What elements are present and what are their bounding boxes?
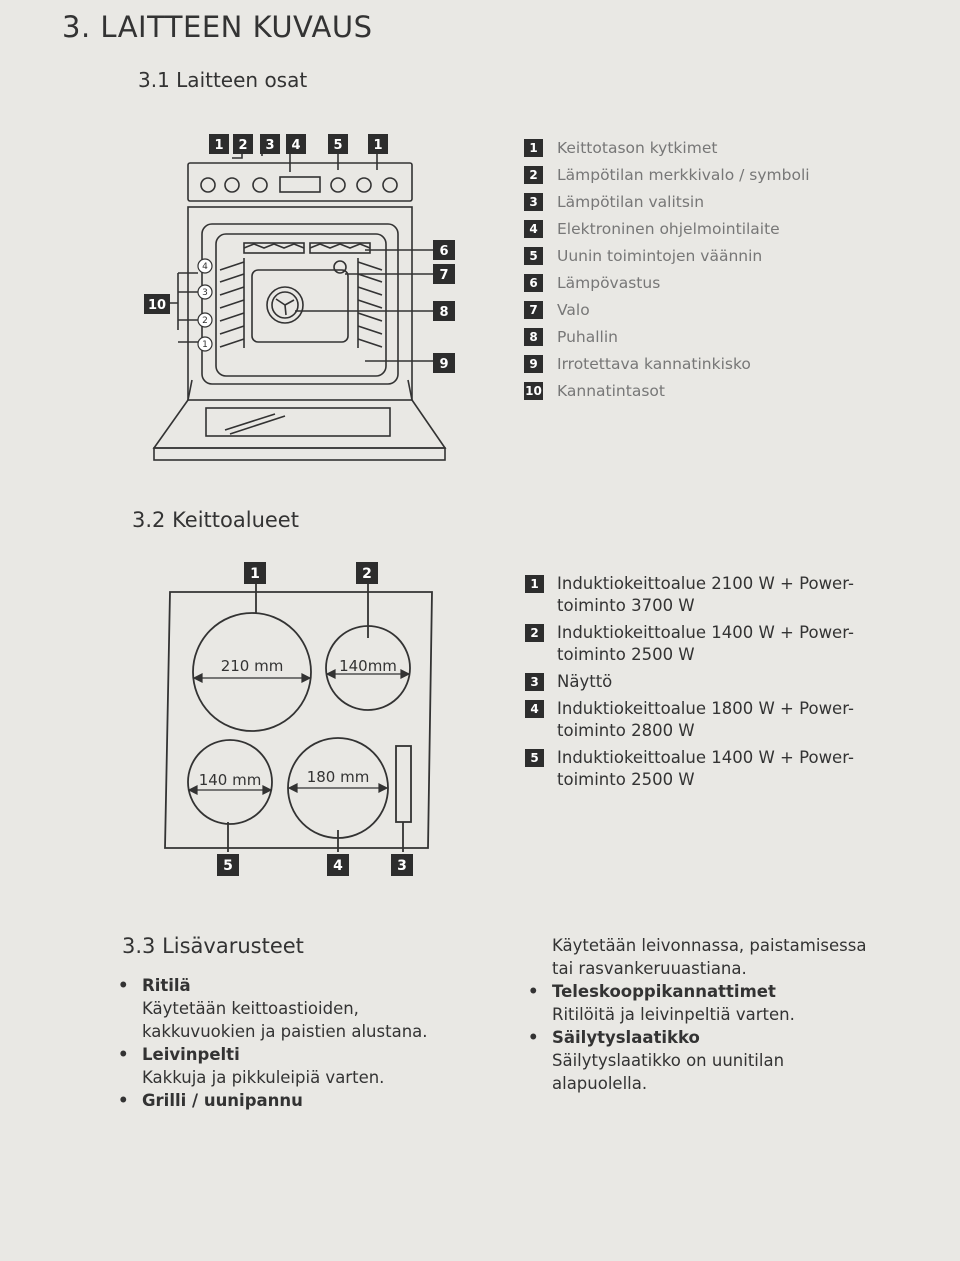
- diagram-label-5: 5: [333, 138, 342, 153]
- diagram-label-9: 9: [439, 357, 448, 372]
- zone-number-1: 1: [250, 566, 260, 582]
- section-3-1-title: 3.1 Laitteen osat: [138, 68, 308, 92]
- diagram-label-2: 2: [238, 138, 247, 153]
- diagram-label-8: 8: [439, 305, 448, 320]
- zone-2-diameter: 140mm: [339, 657, 397, 675]
- list-item: •Säilytyslaatikko: [528, 1028, 700, 1047]
- diagram-label-1: 1: [214, 138, 223, 153]
- cooktop-diagram: 210 mm 140mm 140 mm 180 mm 1 2 5 4 3: [164, 562, 433, 876]
- zone-number-2: 2: [362, 566, 372, 582]
- shelf-level-2: 2: [202, 316, 208, 326]
- section-3-2-title: 3.2 Keittoalueet: [132, 508, 299, 532]
- accessories-list-left: •Ritilä Käytetään keittoastioiden, kakku…: [118, 976, 428, 1110]
- list-item: •Teleskooppikannattimet: [528, 982, 776, 1001]
- section-3-3-title: 3.3 Lisävarusteet: [122, 934, 304, 958]
- list-item: •Leivinpelti: [118, 1045, 240, 1064]
- diagram-label-1b: 1: [373, 138, 382, 153]
- accessories-list-right: Käytetään leivonnassa, paistamisessa tai…: [528, 936, 867, 1093]
- diagram-label-3: 3: [265, 138, 274, 153]
- diagram-label-6: 6: [439, 244, 448, 259]
- zone-4-diameter: 180 mm: [307, 768, 370, 786]
- list-item: •Ritilä: [118, 976, 191, 995]
- zone-number-5: 5: [223, 858, 233, 874]
- diagram-label-4: 4: [291, 138, 300, 153]
- shelf-level-1: 1: [202, 340, 208, 350]
- shelf-level-4: 4: [202, 262, 208, 272]
- list-item: •Grilli / uunipannu: [118, 1091, 303, 1110]
- chapter-heading: 3. LAITTEEN KUVAUS: [62, 10, 373, 44]
- diagram-label-7: 7: [439, 268, 448, 283]
- zone-number-4: 4: [333, 858, 343, 874]
- zone-1-diameter: 210 mm: [221, 657, 284, 675]
- diagram-label-10: 10: [148, 298, 166, 313]
- zone-number-3: 3: [397, 858, 407, 874]
- zone-5-diameter: 140 mm: [199, 771, 262, 789]
- shelf-level-3: 3: [202, 288, 208, 298]
- oven-diagram: 4 3 2 1 1 2 3 4 5 1 6 7 8: [144, 134, 455, 461]
